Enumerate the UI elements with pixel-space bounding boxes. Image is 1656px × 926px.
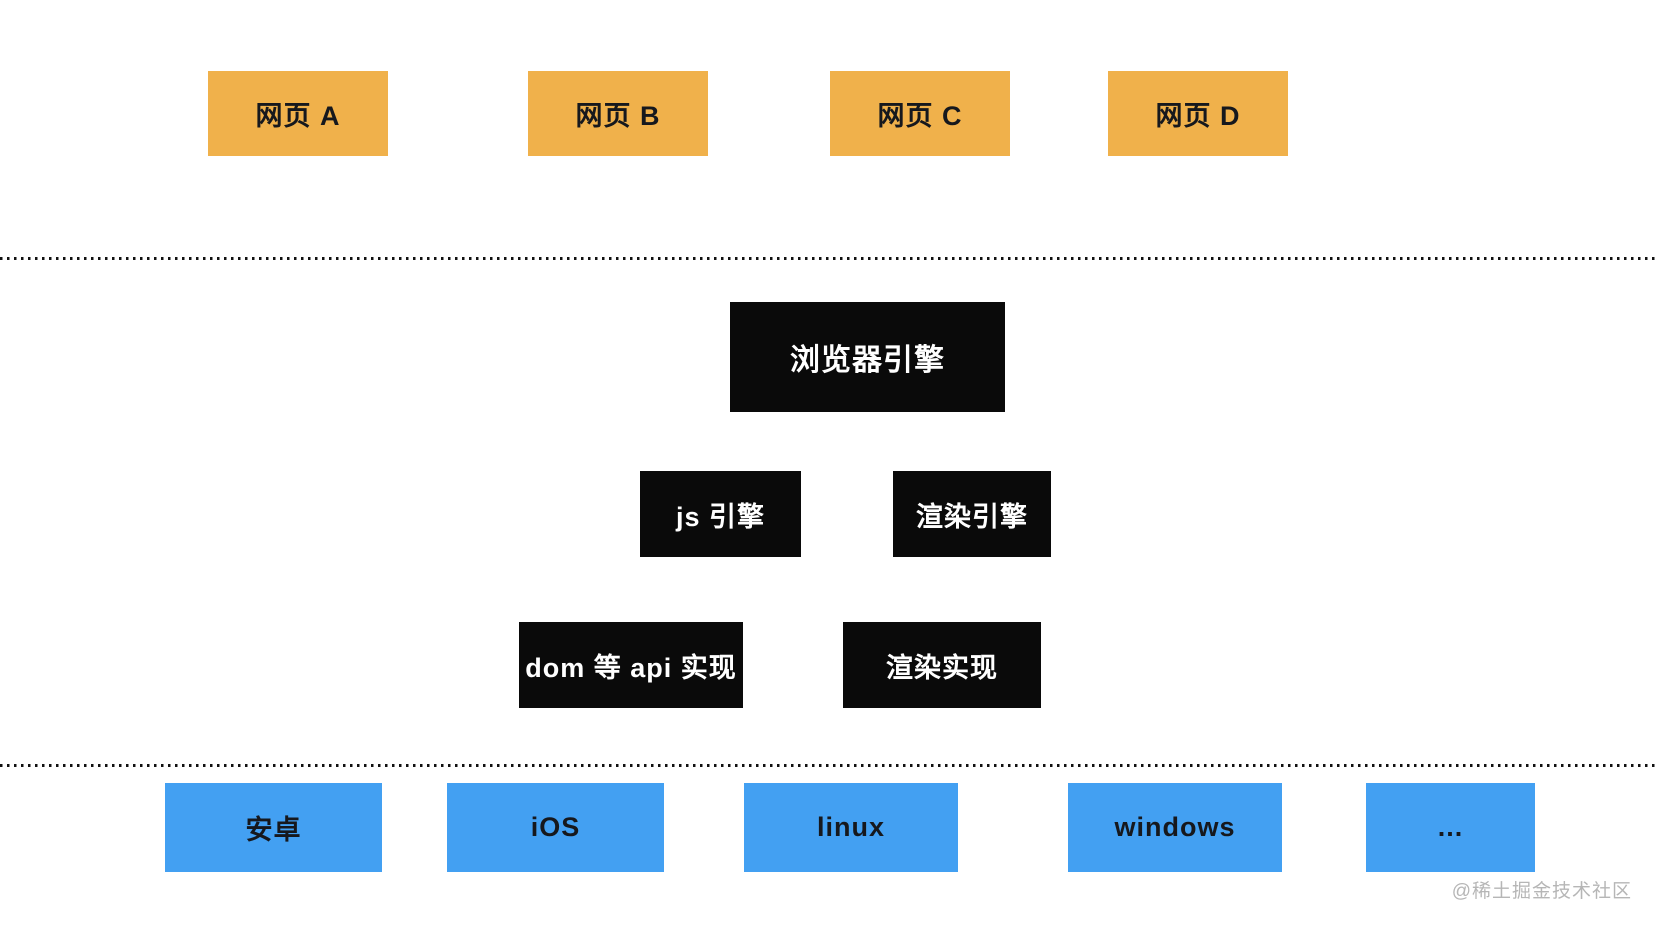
node-render-implementation: 渲染实现 — [843, 622, 1041, 708]
node-dom-api-implementation: dom 等 api 实现 — [519, 622, 743, 708]
node-webpage-b: 网页 B — [528, 71, 708, 156]
node-os-windows: windows — [1068, 783, 1282, 872]
node-webpage-d: 网页 D — [1108, 71, 1288, 156]
divider-dotted-bottom — [0, 764, 1656, 767]
node-render-engine: 渲染引擎 — [893, 471, 1051, 557]
node-os-linux: linux — [744, 783, 958, 872]
node-browser-engine: 浏览器引擎 — [730, 302, 1005, 412]
node-os-android: 安卓 — [165, 783, 382, 872]
node-webpage-c: 网页 C — [830, 71, 1010, 156]
node-webpage-a: 网页 A — [208, 71, 388, 156]
divider-dotted-top — [0, 257, 1656, 260]
node-js-engine: js 引擎 — [640, 471, 801, 557]
node-os-ios: iOS — [447, 783, 664, 872]
node-os-more: ... — [1366, 783, 1535, 872]
watermark-juejin: @稀土掘金技术社区 — [1451, 881, 1632, 902]
